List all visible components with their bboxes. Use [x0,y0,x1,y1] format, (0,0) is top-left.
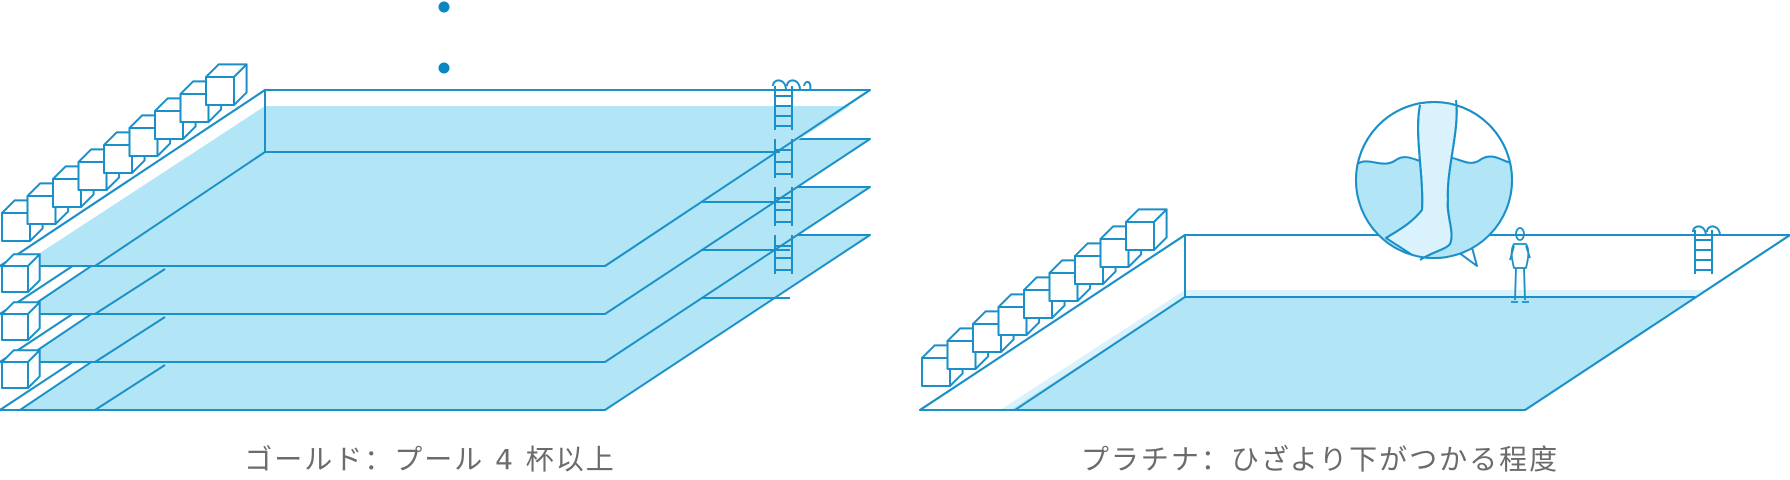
starting-block-face [997,306,1028,336]
starting-block-face [1,265,29,293]
gold-pool-illustration [0,1,871,411]
starting-block-face [103,144,133,174]
starting-block-face [1099,238,1130,268]
starting-block-face [233,63,248,106]
starting-block-face [1023,289,1053,319]
magnifier-bubble-icon [1355,99,1513,267]
starting-block-icon [921,208,1168,387]
starting-block-face [27,301,41,341]
starting-block-face [921,357,951,387]
ladder-icon [772,79,812,274]
caption-platinum: プラチナ：ひざより下がつかる程度 [1080,443,1560,476]
starting-block-face [972,323,1002,353]
pool-layer-1 [0,89,871,267]
starting-block-face [1,361,29,389]
starting-block-face [1,313,29,341]
starting-block-face [1153,208,1168,251]
starting-block-face [179,93,210,123]
starting-block-face [27,349,41,389]
starting-block-face [52,178,82,208]
starting-block-icon [1,63,248,389]
starting-block-face [1074,255,1104,285]
starting-block-face [27,253,41,293]
starting-block-face [1,212,31,242]
starting-block-face [1048,272,1079,302]
starting-block-face [128,127,159,157]
starting-block-face [205,76,235,106]
starting-block-face [26,195,57,225]
person-icon [1509,227,1531,303]
caption-gold: ゴールド：プール 4 杯以上 [244,443,616,476]
ladder-icon [1692,225,1721,274]
starting-block-face [1125,221,1155,251]
starting-block-face [946,340,977,370]
starting-block-face [154,110,184,140]
platinum-pool-illustration [919,99,1790,411]
starting-block-face [77,161,108,191]
